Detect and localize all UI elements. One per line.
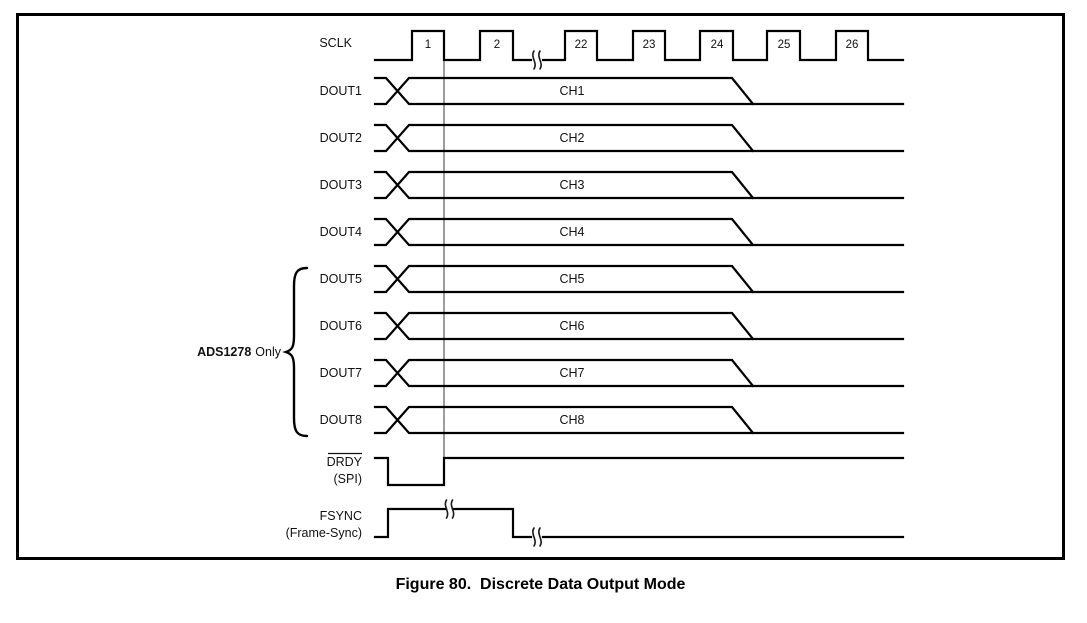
sclk-pulse-number: 23 — [643, 39, 656, 51]
dout-row: DOUT4 CH4 — [320, 217, 905, 247]
sclk-waveform — [373, 29, 905, 62]
dout3-label: DOUT3 — [320, 178, 362, 192]
fsync-waveform — [373, 507, 905, 539]
dout7-waveform — [373, 358, 905, 388]
dout2-waveform — [373, 123, 905, 153]
sclk-row: SCLK 1 2 22 23 24 25 26 — [319, 29, 905, 70]
time-break-icon — [444, 499, 455, 519]
dout8-waveform — [373, 405, 905, 435]
group-label-device: ADS1278 — [197, 345, 251, 359]
fsync-row: FSYNC (Frame-Sync) — [286, 499, 905, 547]
dout6-label: DOUT6 — [320, 319, 362, 333]
dout4-channel-label: CH4 — [559, 225, 584, 239]
dout7-label: DOUT7 — [320, 366, 362, 380]
dout3-waveform — [373, 170, 905, 200]
sclk-pulse-number: 2 — [494, 39, 500, 51]
group-brace-icon — [282, 266, 309, 438]
fsync-sublabel: (Frame-Sync) — [286, 526, 362, 540]
dout5-label: DOUT5 — [320, 272, 362, 286]
sclk-label: SCLK — [319, 36, 352, 50]
sclk-pulse-number: 24 — [711, 39, 724, 51]
dout6-waveform — [373, 311, 905, 341]
dout-row: DOUT6 CH6 — [320, 311, 905, 341]
dout-row: DOUT3 CH3 — [320, 170, 905, 200]
dout1-label: DOUT1 — [320, 84, 362, 98]
group-label: ADS1278 Only — [197, 345, 282, 359]
dout8-channel-label: CH8 — [559, 413, 584, 427]
timing-diagram: SCLK 1 2 22 23 24 25 26 DOUT1 CH1 DOUT2 … — [16, 13, 1065, 560]
dout2-label: DOUT2 — [320, 131, 362, 145]
dout4-waveform — [373, 217, 905, 247]
sclk-pulse-number: 1 — [425, 39, 431, 51]
time-break-icon — [532, 527, 542, 547]
dout1-waveform — [373, 76, 905, 106]
dout-row: DOUT1 CH1 — [320, 76, 905, 106]
figure-frame — [16, 13, 1065, 560]
dout5-channel-label: CH5 — [559, 272, 584, 286]
sclk-pulse-number: 25 — [778, 39, 791, 51]
dout-row: DOUT2 CH2 — [320, 123, 905, 153]
sclk-pulse-number: 22 — [575, 39, 588, 51]
dout1-channel-label: CH1 — [559, 84, 584, 98]
dout4-label: DOUT4 — [320, 225, 362, 239]
dout6-channel-label: CH6 — [559, 319, 584, 333]
figure-caption: Figure 80. Discrete Data Output Mode — [395, 576, 686, 593]
dout7-channel-label: CH7 — [559, 366, 584, 380]
dout3-channel-label: CH3 — [559, 178, 584, 192]
drdy-waveform — [373, 456, 905, 487]
ads1278-group: ADS1278 Only — [197, 266, 309, 438]
group-label-suffix: Only — [255, 345, 281, 359]
dout5-waveform — [373, 264, 905, 294]
sclk-pulse-number: 26 — [846, 39, 859, 51]
drdy-sublabel: (SPI) — [334, 472, 362, 486]
dout-row: DOUT7 CH7 — [320, 358, 905, 388]
drdy-row: DRDY (SPI) — [327, 452, 905, 487]
dout8-label: DOUT8 — [320, 413, 362, 427]
dout-row: DOUT8 CH8 — [320, 405, 905, 435]
dout-row: DOUT5 CH5 — [320, 264, 905, 294]
fsync-label: FSYNC — [320, 509, 362, 523]
time-break-icon — [532, 50, 542, 70]
drdy-label: DRDY — [327, 455, 363, 469]
dout2-channel-label: CH2 — [559, 131, 584, 145]
